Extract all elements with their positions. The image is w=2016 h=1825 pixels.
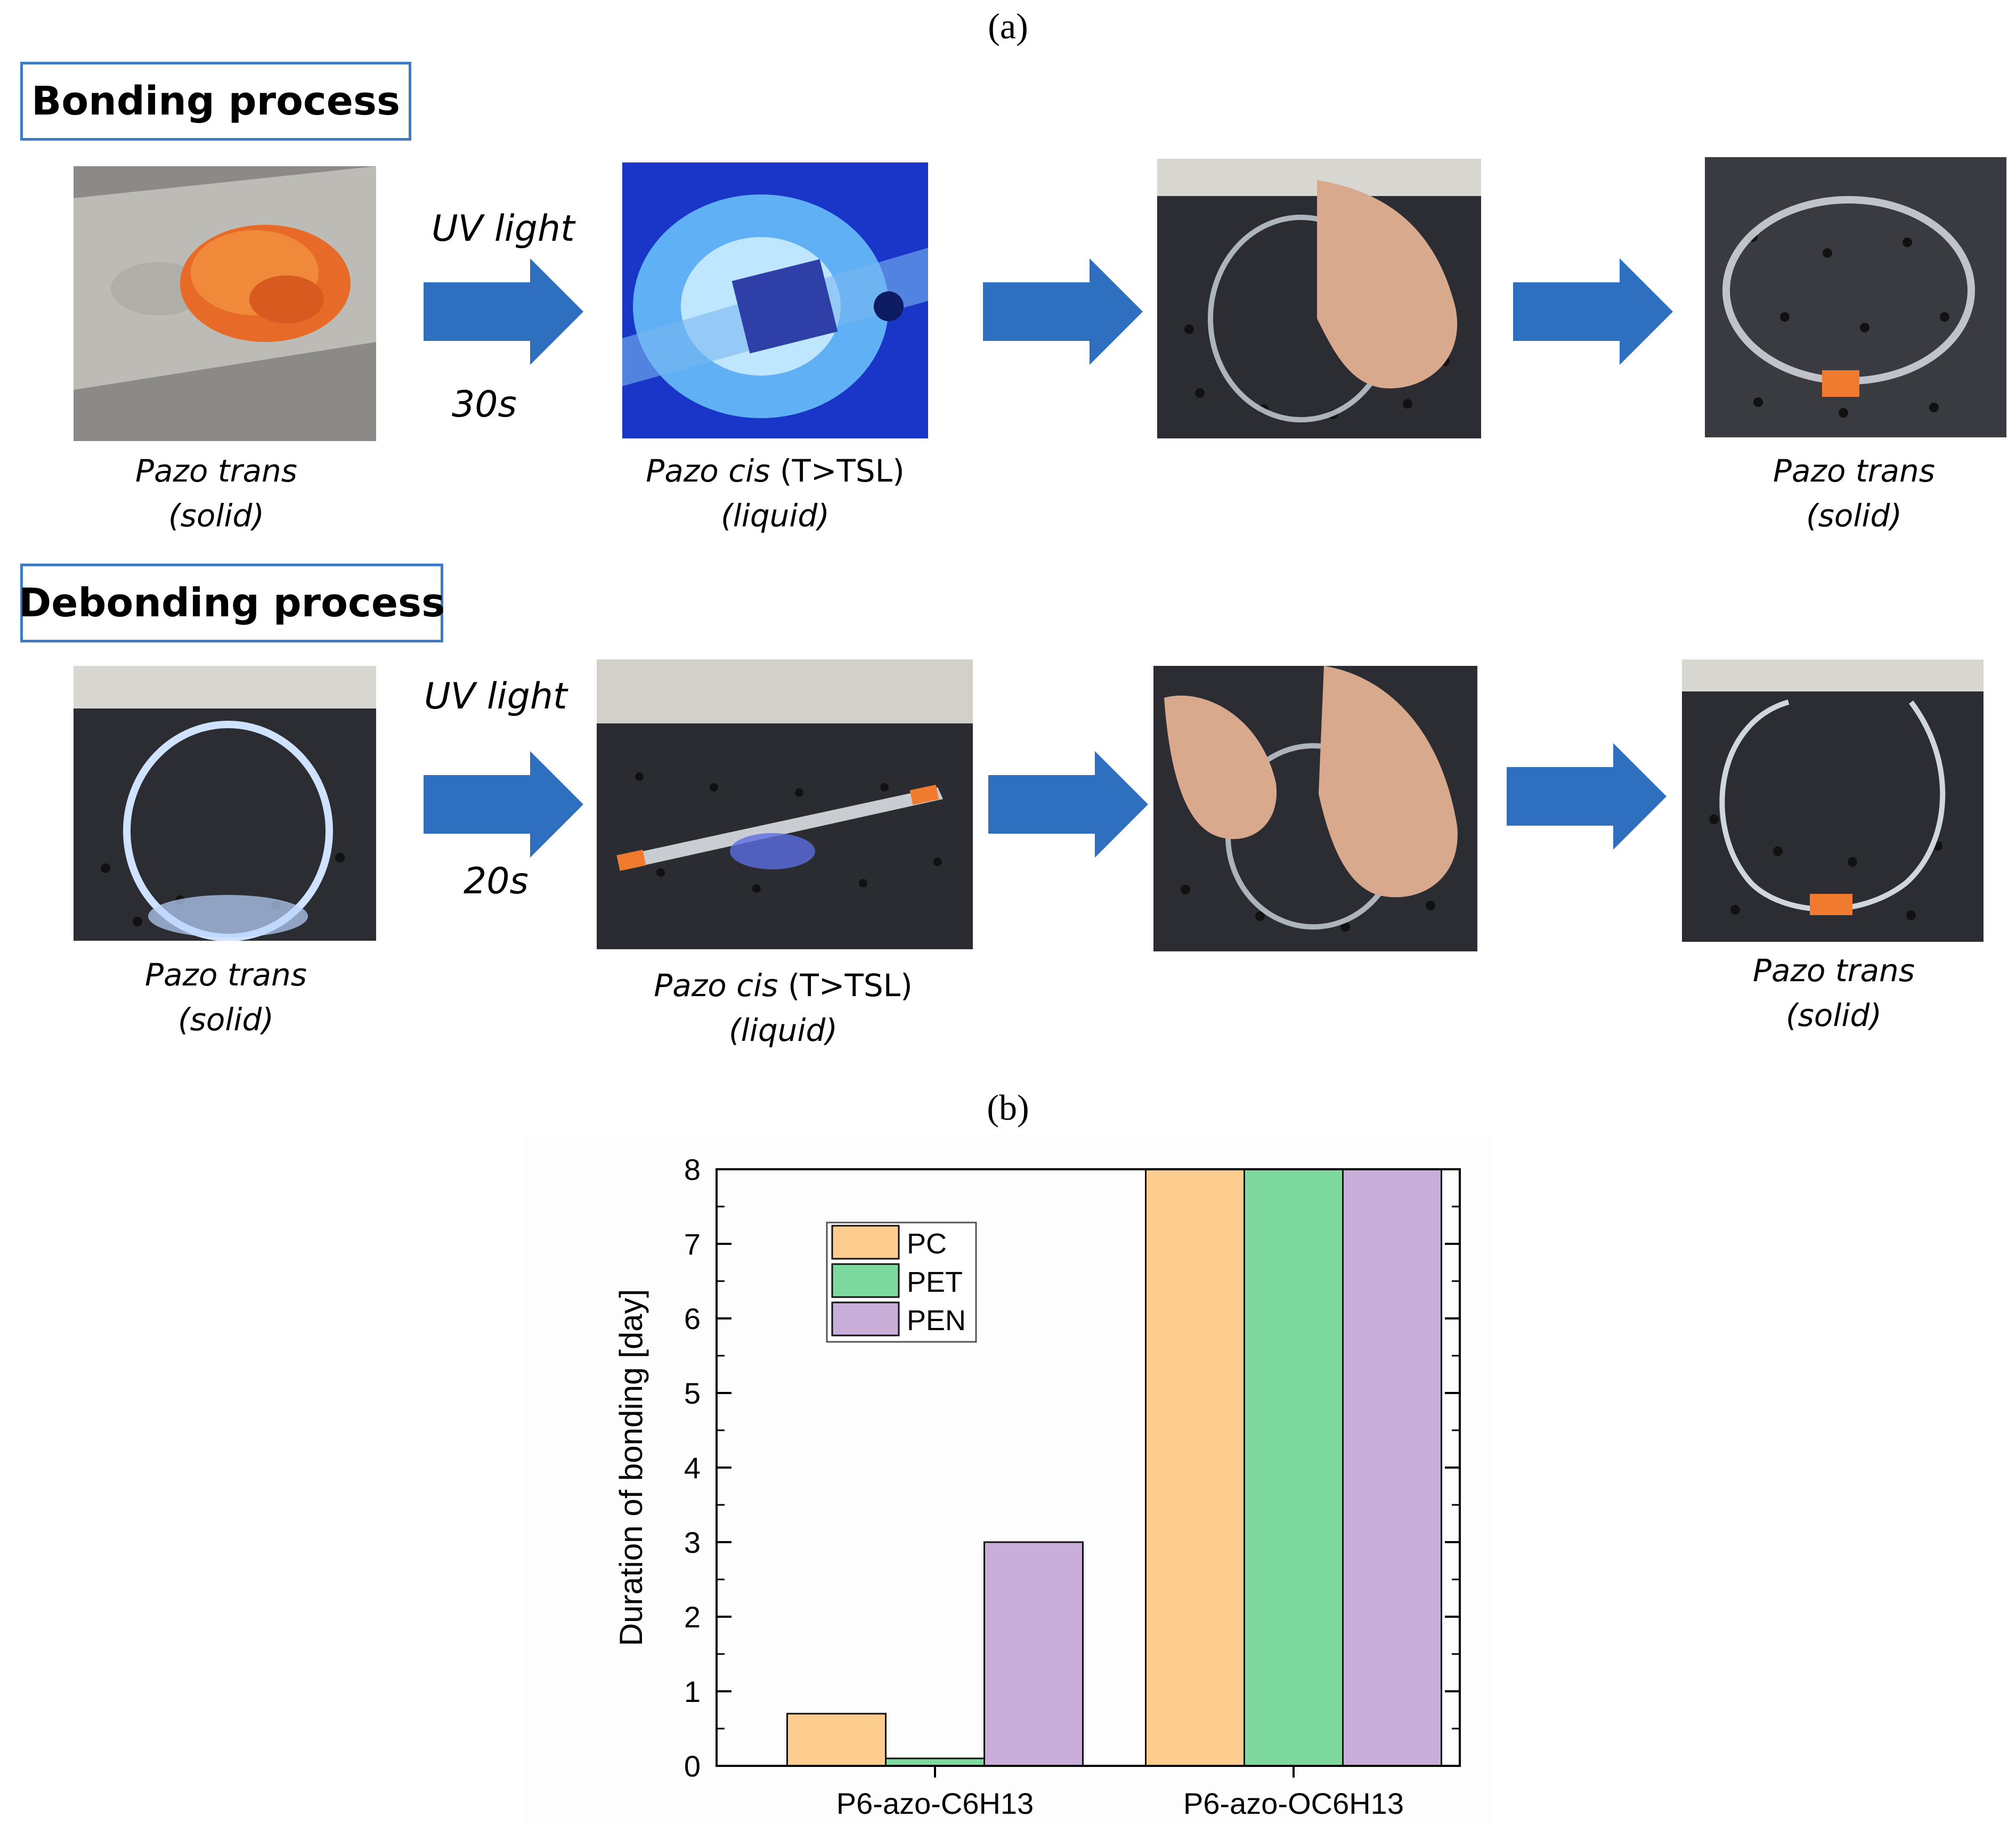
bar-pet-1: [885, 1757, 985, 1767]
y-tick-label: 6: [684, 1302, 701, 1335]
legend-label-pet: PET: [907, 1266, 963, 1298]
y-tick-label: 4: [684, 1451, 701, 1485]
debonding-caption-4-state: (solid): [1785, 997, 1882, 1033]
arrow-right-icon: [424, 258, 583, 365]
y-tick-label: 7: [684, 1227, 701, 1261]
bar-pc-2: [1145, 1168, 1245, 1767]
bar-pen-2: [1342, 1168, 1442, 1767]
bonding-uv-label: UV light: [432, 208, 575, 250]
y-tick-label: 1: [684, 1675, 701, 1708]
bonding-time-label: 30s: [452, 384, 517, 426]
panel-label-b: (b): [987, 1087, 1029, 1128]
legend-label-pen: PEN: [907, 1305, 966, 1337]
debonding-caption-4: Pazo trans (solid): [1753, 948, 1915, 1038]
bonding-caption-4-state: (solid): [1806, 498, 1902, 534]
arrow-right-icon: [1513, 258, 1673, 365]
photo-bending-film: [1157, 159, 1481, 438]
panel-label-a: (a): [988, 6, 1028, 46]
bar-pc-1: [786, 1713, 887, 1767]
y-tick-label: 2: [684, 1600, 701, 1634]
debonding-caption-2-name: Pazo cis: [654, 967, 778, 1004]
debonding-process-title: Debonding process: [19, 564, 445, 642]
bonding-caption-4-name: Pazo trans: [1773, 453, 1935, 489]
debonding-caption-4-name: Pazo trans: [1753, 952, 1915, 989]
y-tick-label: 5: [684, 1376, 701, 1410]
arrow-right-icon: [424, 751, 583, 858]
bar-pen-1: [983, 1541, 1084, 1767]
debonding-caption-2: Pazo cis (T>TSL) (liquid): [654, 963, 912, 1053]
debonding-caption-1-state: (solid): [177, 1001, 274, 1038]
legend-swatch-pc: [831, 1225, 900, 1260]
bonding-caption-1-state: (solid): [168, 498, 264, 534]
legend-swatch-pen: [831, 1301, 900, 1337]
photo-pazo-cis-uv: [622, 162, 928, 438]
debonding-caption-1: Pazo trans (solid): [145, 952, 307, 1042]
bonding-caption-1: Pazo trans (solid): [135, 449, 297, 538]
arrow-right-icon: [1507, 743, 1667, 850]
y-axis-label: Duration of bonding [day]: [613, 1289, 649, 1646]
x-tick-label: P6-azo-OC6H13: [1183, 1787, 1404, 1820]
debonding-caption-2-state: (liquid): [728, 1012, 838, 1048]
bonding-caption-4: Pazo trans (solid): [1773, 449, 1935, 538]
photo-bonded-ring: [1705, 157, 2006, 437]
debonding-uv-label: UV light: [424, 675, 567, 718]
arrow-right-icon: [983, 258, 1143, 365]
bonding-caption-2-state: (liquid): [720, 498, 830, 534]
photo-flat-strip: [597, 659, 973, 949]
bar-pet-2: [1243, 1168, 1344, 1767]
photo-ring-on-table: [74, 666, 376, 941]
debonding-caption-2-cond: (T>TSL): [778, 967, 913, 1004]
bonding-caption-1-name: Pazo trans: [135, 453, 297, 489]
photo-bending-ring: [1153, 666, 1477, 951]
debonding-caption-1-name: Pazo trans: [145, 957, 307, 993]
bonding-process-title: Bonding process: [20, 62, 411, 141]
bonding-caption-2-cond: (T>TSL): [770, 453, 905, 489]
y-tick-label: 8: [684, 1153, 701, 1186]
legend-label-pc: PC: [907, 1228, 947, 1260]
photo-pazo-trans-powder: [74, 166, 376, 441]
debonding-time-label: 20s: [464, 860, 529, 902]
arrow-right-icon: [988, 751, 1148, 858]
y-tick-label: 0: [684, 1749, 701, 1783]
x-tick-label: P6-azo-C6H13: [836, 1787, 1034, 1820]
legend-swatch-pet: [831, 1263, 900, 1298]
y-tick-label: 3: [684, 1526, 701, 1559]
bonding-caption-2: Pazo cis (T>TSL) (liquid): [646, 449, 904, 538]
photo-debonded-ring: [1682, 659, 1984, 942]
bonding-caption-2-name: Pazo cis: [646, 453, 770, 489]
